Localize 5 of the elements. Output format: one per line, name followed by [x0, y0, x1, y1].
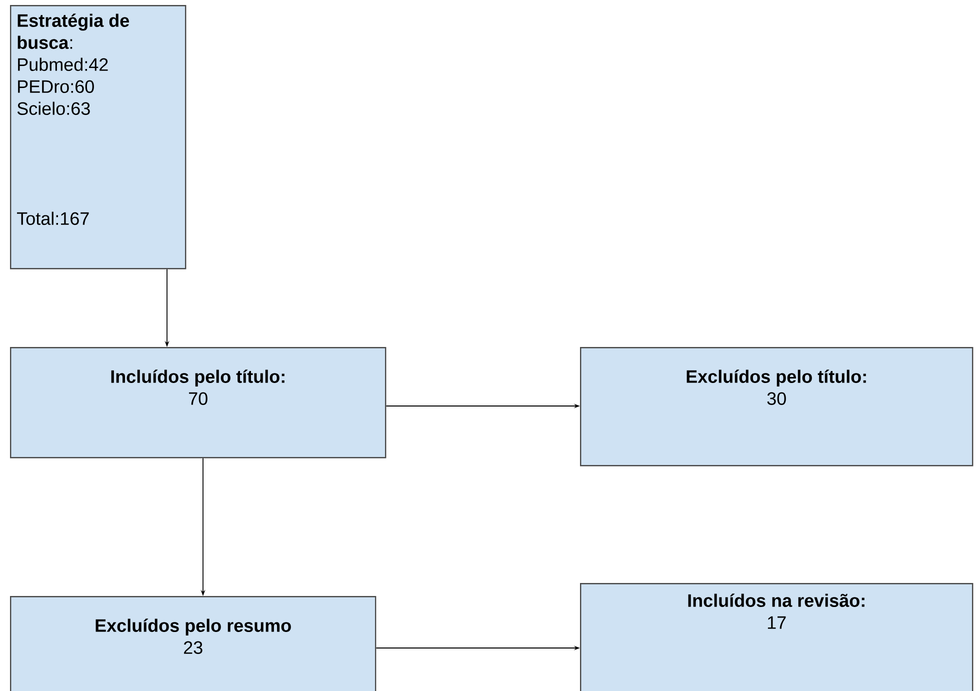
process-box: Incluídos pelo título: 70 [10, 347, 386, 458]
process-box: Excluídos pelo título: 30 [580, 347, 974, 466]
process-box: Excluídos pelo resumo 23 [10, 596, 376, 691]
process-box: Incluídos na revisão: 17 [580, 583, 974, 691]
process-box: Estratégia de busca: Pubmed:42 PEDro:60 Scielo:63 Total:167 [10, 5, 186, 270]
